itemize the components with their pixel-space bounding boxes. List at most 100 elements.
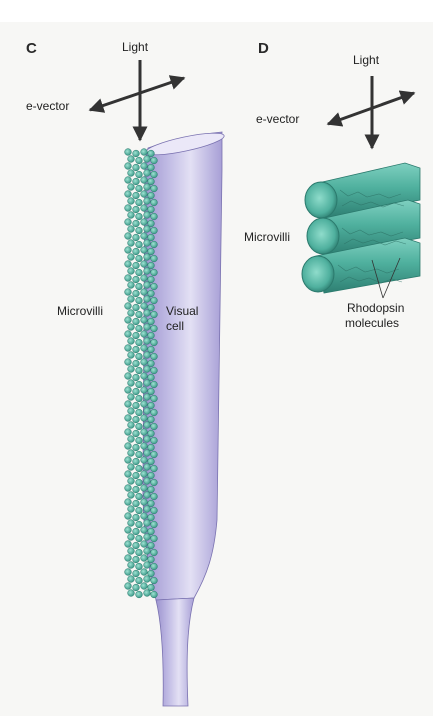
microvillus-bead (136, 213, 143, 220)
microvillus-bead (144, 408, 151, 415)
microvillus-bead (133, 276, 140, 283)
panel-letter-c: C (26, 40, 37, 57)
evector-label-c: e-vector (26, 100, 69, 114)
microvillus-bead (141, 415, 148, 422)
microvillus-bead (133, 248, 140, 255)
microvillus-bead (133, 556, 140, 563)
microvillus-bead (144, 506, 151, 513)
microvillus-bead (136, 283, 143, 290)
rhodopsin-label-line1: Rhodopsin (347, 302, 404, 316)
microvillus-bead (136, 423, 143, 430)
microvillus-bead (151, 255, 158, 262)
microvillus-bead (136, 199, 143, 206)
microvillus-bead (151, 493, 158, 500)
microvillus-bead (151, 451, 158, 458)
microvillus-bead (136, 311, 143, 318)
microvillus-bead (144, 478, 151, 485)
visual-cell-label-line1: Visual (166, 305, 198, 319)
microvillus-bead (141, 233, 148, 240)
microvillus-bead (128, 548, 135, 555)
microvillus-bead (128, 380, 135, 387)
microvillus-bead (136, 157, 143, 164)
microvillus-bead (151, 227, 158, 234)
microvillus-bead (125, 457, 132, 464)
microvillus-bead (141, 289, 148, 296)
microvillus-bead (133, 542, 140, 549)
microvillus-bead (141, 471, 148, 478)
microvillus-bead (141, 541, 148, 548)
microvillus-bead (133, 290, 140, 297)
microvillus-bead (141, 303, 148, 310)
microvillus-bead (144, 492, 151, 499)
microvillus-bead (125, 177, 132, 184)
microvillus-bead (133, 388, 140, 395)
microvillus-bead (128, 450, 135, 457)
microvillus-bead (141, 485, 148, 492)
microvillus-bead (144, 212, 151, 219)
microvillus-bead (125, 149, 132, 156)
microvillus-bead (141, 373, 148, 380)
microvillus-bead (151, 381, 158, 388)
microvillus-bead (128, 254, 135, 261)
microvillus-bead (151, 577, 158, 584)
microvillus-bead (133, 346, 140, 353)
light-label-c: Light (122, 41, 148, 55)
microvillus-bead (133, 262, 140, 269)
panel-c (90, 60, 226, 706)
microvillus-bead (136, 479, 143, 486)
microvillus-bead (136, 185, 143, 192)
microvillus-bead (125, 247, 132, 254)
microvillus-bead (136, 227, 143, 234)
microvillus-bead (144, 226, 151, 233)
microvillus-bead (128, 226, 135, 233)
microvillus-bead (144, 240, 151, 247)
microvillus-bead (144, 268, 151, 275)
visual-cell-axon (156, 598, 194, 706)
microvillus-bead (128, 184, 135, 191)
microvillus-bead (133, 332, 140, 339)
microvillus-bead (128, 268, 135, 275)
microvillus-bead (151, 437, 158, 444)
microvilli-label-d: Microvilli (244, 231, 290, 245)
evector-arrow-c (90, 78, 184, 110)
microvillus-bead (133, 360, 140, 367)
microvillus-bead (128, 240, 135, 247)
microvillus-bead (128, 212, 135, 219)
microvillus-bead (133, 206, 140, 213)
microvillus-bead (151, 521, 158, 528)
microvillus-bead (133, 304, 140, 311)
microvillus-bead (144, 450, 151, 457)
microvillus-bead (125, 541, 132, 548)
microvillus-bead (136, 465, 143, 472)
microvillus-bead (151, 297, 158, 304)
microvillus-bead (128, 352, 135, 359)
microvillus-bead (144, 352, 151, 359)
microvillus-bead (128, 310, 135, 317)
microvillus-bead (125, 569, 132, 576)
microvillus-bead (128, 506, 135, 513)
microvillus-bead (136, 493, 143, 500)
microvillus-bead (133, 500, 140, 507)
microvilli-column (125, 149, 158, 598)
visual-cell-label-line2: cell (166, 320, 184, 334)
microvillus-bead (128, 324, 135, 331)
microvillus-bead (136, 241, 143, 248)
top-margin (0, 0, 433, 22)
microvillus-bead (128, 436, 135, 443)
microvillus-bead (133, 402, 140, 409)
microvillus-bead (141, 261, 148, 268)
microvillus-bead (125, 555, 132, 562)
microvillus-bead (141, 513, 148, 520)
microvillus-bead (133, 486, 140, 493)
microvillus-bead (136, 255, 143, 262)
microvillus-bead (141, 177, 148, 184)
microvillus-bead (133, 220, 140, 227)
microvillus-bead (125, 233, 132, 240)
microvillus-bead (125, 191, 132, 198)
microvillus-bead (128, 296, 135, 303)
microvillus-bead (133, 192, 140, 199)
microvillus-bead (144, 296, 151, 303)
microvillus-bead (125, 345, 132, 352)
microvillus-bead (141, 275, 148, 282)
microvillus-bead (141, 583, 148, 590)
